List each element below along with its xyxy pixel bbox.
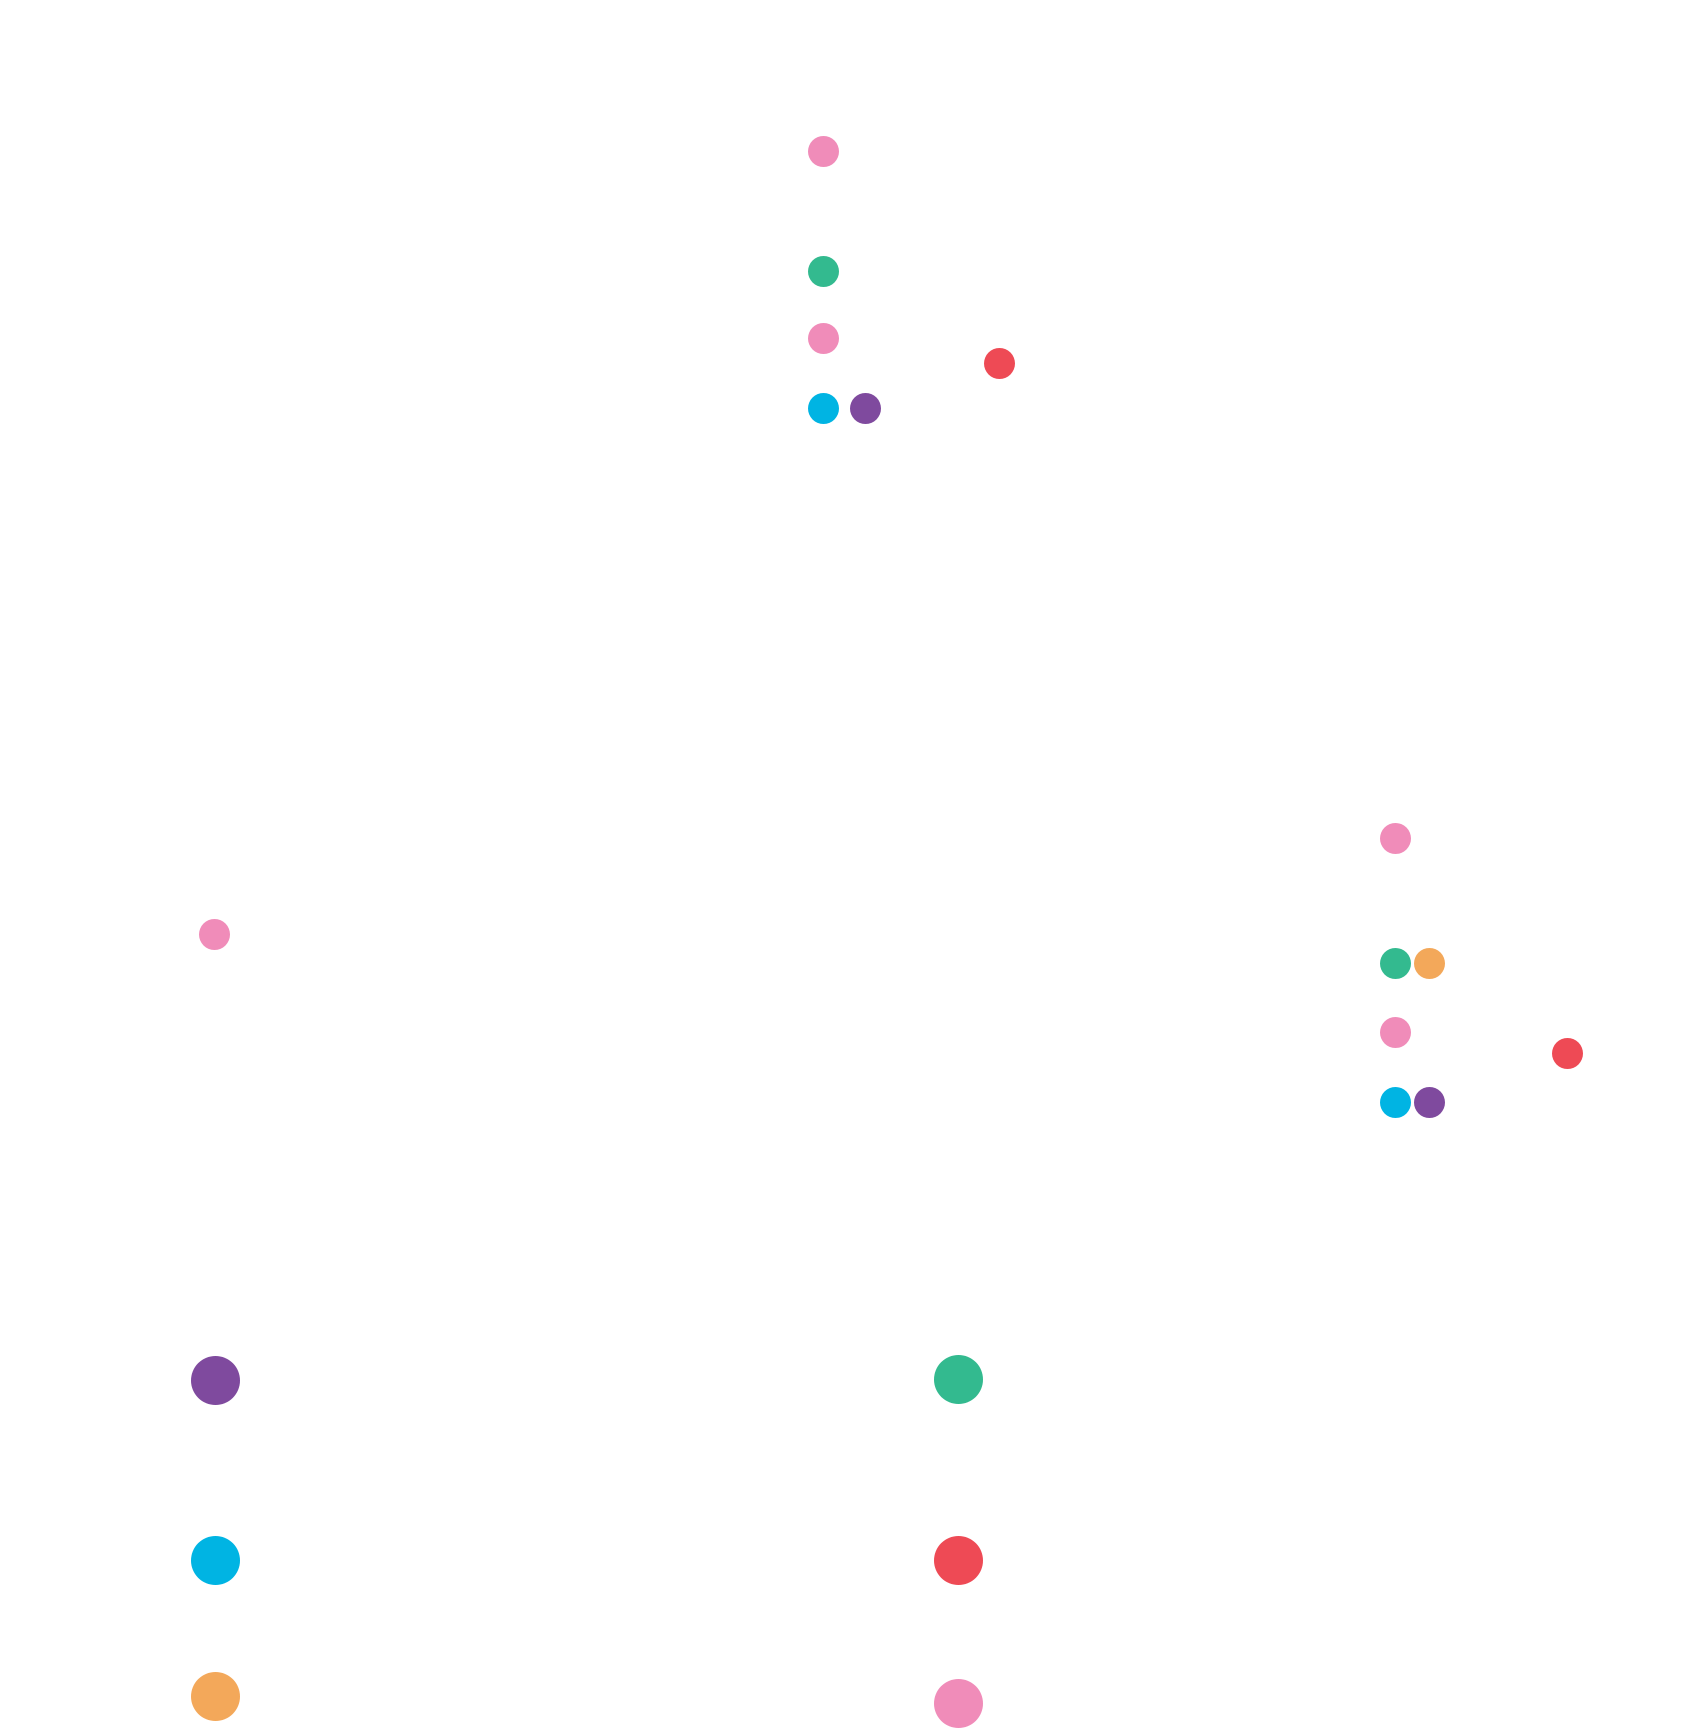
node-dot: [808, 393, 839, 424]
node-dot: [1380, 948, 1411, 979]
legend-swatch: [191, 1356, 240, 1405]
legend-swatch: [934, 1536, 983, 1585]
node-dot: [1380, 823, 1411, 854]
node-dot: [850, 393, 881, 424]
node-dot: [808, 256, 839, 287]
node-dot: [1380, 1017, 1411, 1048]
legend-swatch: [934, 1679, 983, 1728]
node-dot: [1414, 1087, 1445, 1118]
lone-node-dot: [199, 919, 230, 950]
node-dot: [808, 323, 839, 354]
legend-swatch: [934, 1355, 983, 1404]
node-dot: [1380, 1087, 1411, 1118]
node-dot: [984, 348, 1015, 379]
node-dot: [1552, 1038, 1583, 1069]
node-dot: [1414, 948, 1445, 979]
legend-swatch: [191, 1536, 240, 1585]
legend-swatch: [191, 1672, 240, 1721]
node-dot: [808, 136, 839, 167]
